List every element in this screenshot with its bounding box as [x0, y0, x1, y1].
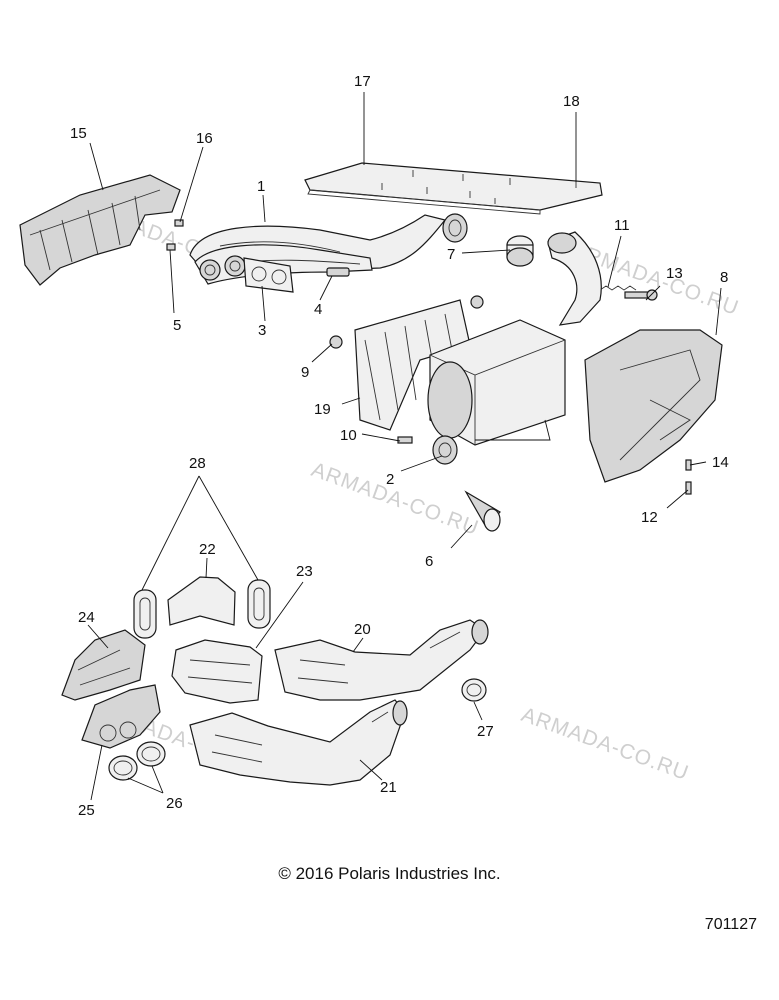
callout-7: 7	[447, 246, 455, 263]
spring-and-bolt	[599, 285, 658, 301]
callout-6: 6	[425, 553, 433, 570]
exhaust-pipe-21	[189, 699, 408, 786]
oxygen-sensor	[326, 267, 350, 277]
callout-20: 20	[354, 621, 371, 638]
callout-24: 24	[78, 609, 95, 626]
callout-19: 19	[314, 401, 331, 418]
pipe-clamp	[461, 678, 487, 702]
exhaust-seal	[506, 235, 534, 267]
callout-15: 15	[70, 125, 87, 142]
callout-27: 27	[477, 723, 494, 740]
muffler-heat-shield	[584, 329, 723, 483]
copyright-notice: © 2016 Polaris Industries Inc.	[278, 864, 501, 883]
callout-11: 11	[614, 217, 630, 234]
pipe-section-23	[171, 639, 263, 704]
exhaust-pipe-20	[274, 619, 489, 701]
callout-2: 2	[386, 471, 394, 488]
callout-17: 17	[354, 73, 371, 90]
callout-22: 22	[199, 541, 216, 558]
callout-16: 16	[196, 130, 213, 147]
lower-heat-shield-25	[81, 684, 161, 749]
callout-23: 23	[296, 563, 313, 580]
watermarks: ARMADA-CO.RU ARMADA-CO.RU ARMADA-CO.RU A…	[83, 198, 742, 785]
callout-21: 21	[380, 779, 397, 796]
leader-lines	[87, 92, 722, 801]
header-heat-shield	[19, 174, 181, 286]
callout-12: 12	[641, 509, 658, 526]
exhaust-gasket	[243, 257, 294, 293]
callout-18: 18	[563, 93, 580, 110]
callout-25: 25	[78, 802, 95, 819]
callout-numbers: 1 2 3 4 5 6 7 8 9 10 11 12 13 14 15 16 1…	[70, 73, 729, 819]
lower-heat-shield-24	[61, 629, 146, 701]
callout-4: 4	[314, 301, 322, 318]
callout-26: 26	[166, 795, 183, 812]
heat-shield-plate	[304, 162, 603, 215]
muffler	[354, 299, 566, 465]
lower-seals	[133, 576, 271, 639]
watermark-4: ARMADA-CO.RU	[518, 703, 692, 785]
callout-5: 5	[173, 317, 181, 334]
exhaust-tip	[464, 490, 501, 532]
gasket-rings	[108, 741, 166, 781]
callout-9: 9	[301, 364, 309, 381]
callout-1: 1	[257, 178, 265, 195]
callout-13: 13	[666, 265, 683, 282]
figure-number: 701127	[704, 916, 757, 933]
callout-28: 28	[189, 455, 206, 472]
muffler-inlet-pipe	[547, 231, 602, 326]
watermark-3: ARMADA-CO.RU	[308, 458, 482, 540]
callout-14: 14	[712, 454, 729, 471]
callout-8: 8	[720, 269, 728, 286]
callout-3: 3	[258, 322, 266, 339]
callout-10: 10	[340, 427, 357, 444]
